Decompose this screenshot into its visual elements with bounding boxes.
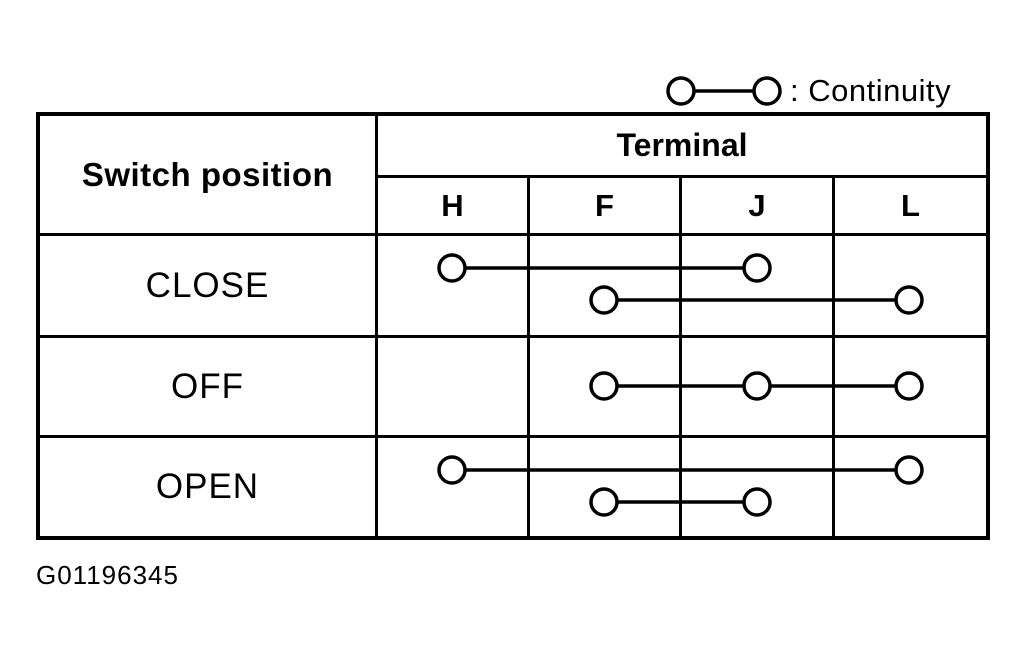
cell-off-j	[682, 338, 835, 438]
continuity-legend-label: : Continuity	[790, 73, 952, 108]
cell-off-f	[530, 338, 682, 438]
continuity-symbol-icon	[666, 76, 782, 106]
terminal-header-h: H	[378, 178, 530, 236]
cell-open-l	[835, 438, 986, 536]
continuity-table: Switch position Terminal H F J L CLOSE O…	[36, 112, 990, 540]
cell-off-h	[378, 338, 530, 438]
row-label-off: OFF	[40, 338, 378, 438]
cell-close-l	[835, 236, 986, 338]
continuity-legend: : Continuity	[664, 70, 951, 112]
switch-position-header: Switch position	[40, 116, 378, 236]
cell-close-f	[530, 236, 682, 338]
terminal-header-f: F	[530, 178, 682, 236]
cell-open-h	[378, 438, 530, 536]
row-label-open: OPEN	[40, 438, 378, 536]
terminal-group-header: Terminal	[378, 116, 986, 178]
cell-close-j	[682, 236, 835, 338]
figure-id: G01196345	[36, 560, 179, 590]
cell-open-j	[682, 438, 835, 536]
terminal-header-l: L	[835, 178, 986, 236]
cell-open-f	[530, 438, 682, 536]
cell-off-l	[835, 338, 986, 438]
terminal-header-j: J	[682, 178, 835, 236]
row-label-close: CLOSE	[40, 236, 378, 338]
cell-close-h	[378, 236, 530, 338]
